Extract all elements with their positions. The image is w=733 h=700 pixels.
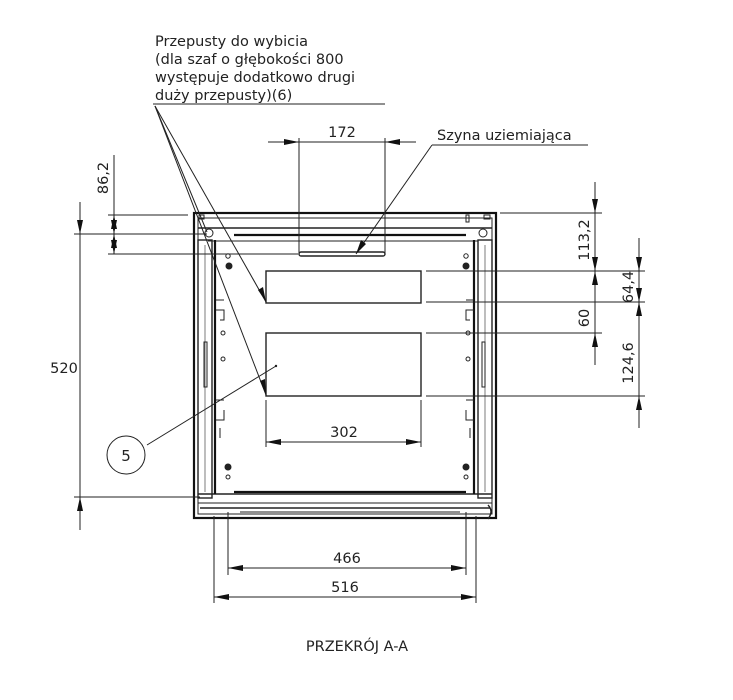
large-knockout <box>265 332 422 397</box>
item-balloon <box>106 435 146 475</box>
cabinet-section <box>192 211 498 520</box>
dim-124-6: 124,6 <box>621 342 637 384</box>
dim-516: 516 <box>331 580 359 596</box>
dim-64-4: 64,4 <box>621 271 637 303</box>
grounding-bar <box>298 251 386 257</box>
dim-466: 466 <box>333 551 361 567</box>
balloon-number: 5 <box>121 447 131 465</box>
extension-lines <box>74 138 645 603</box>
dim-60: 60 <box>577 309 593 327</box>
dim-520: 520 <box>50 361 78 377</box>
knockout-note: Przepusty do wybicia (dla szaf o głęboko… <box>155 34 355 104</box>
note-line-2: (dla szaf o głębokości 800 <box>155 52 344 68</box>
dim-172: 172 <box>328 125 356 141</box>
note-line-3: występuje dodatkowo drugi <box>155 70 355 86</box>
note-line-4: duży przepusty)(6) <box>155 88 292 104</box>
dim-86-2: 86,2 <box>96 162 112 194</box>
grounding-bar-label: Szyna uziemiająca <box>437 128 572 144</box>
dim-113-2: 113,2 <box>577 219 593 261</box>
note-line-1: Przepusty do wybicia <box>155 34 308 50</box>
small-knockout <box>265 270 422 304</box>
leader-lines <box>106 103 588 475</box>
dim-302: 302 <box>330 425 358 441</box>
dimension-lines <box>77 139 642 600</box>
section-title: PRZEKRÓJ A-A <box>306 637 408 655</box>
